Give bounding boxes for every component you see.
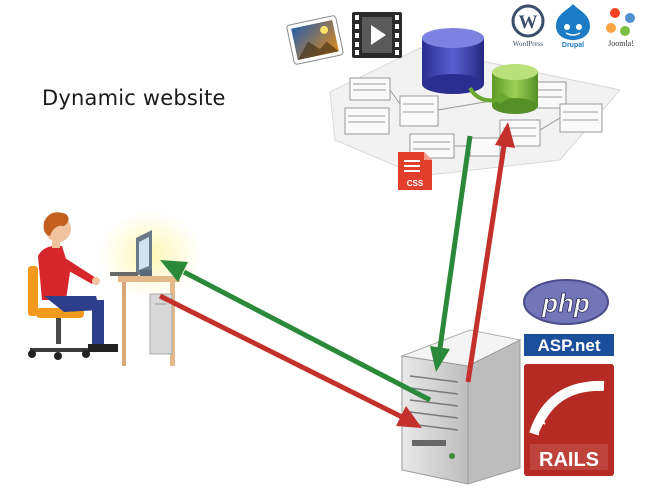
rails-label: RAILS — [539, 449, 599, 471]
diagram-title: Dynamic website — [42, 86, 226, 110]
database-result-arrow — [430, 135, 473, 372]
database-query-arrow — [465, 122, 515, 383]
php-logo: php — [523, 279, 609, 325]
aspnet-logo: ASP.net — [524, 334, 614, 356]
wordpress-logo: W WordPress — [511, 4, 545, 48]
user-at-computer-illustration — [28, 212, 180, 366]
drupal-logo: Drupal — [556, 4, 590, 49]
database-schema-illustration — [329, 28, 621, 177]
http-response-arrow — [160, 260, 432, 403]
svg-text:W: W — [519, 12, 538, 33]
http-request-arrow — [158, 293, 422, 428]
joomla-label: Joomla! — [608, 39, 634, 48]
joomla-logo: Joomla! — [606, 8, 635, 48]
wordpress-label: WordPress — [513, 40, 543, 48]
rails-logo: RAILS — [524, 364, 614, 476]
aspnet-label: ASP.net — [538, 336, 601, 355]
css-label: CSS — [407, 179, 424, 188]
drupal-label: Drupal — [562, 42, 584, 49]
video-file-icon — [352, 12, 402, 58]
web-server-illustration — [400, 329, 522, 485]
php-label: php — [541, 288, 590, 318]
image-file-icon — [286, 15, 344, 65]
css-file-icon: CSS — [398, 152, 432, 190]
